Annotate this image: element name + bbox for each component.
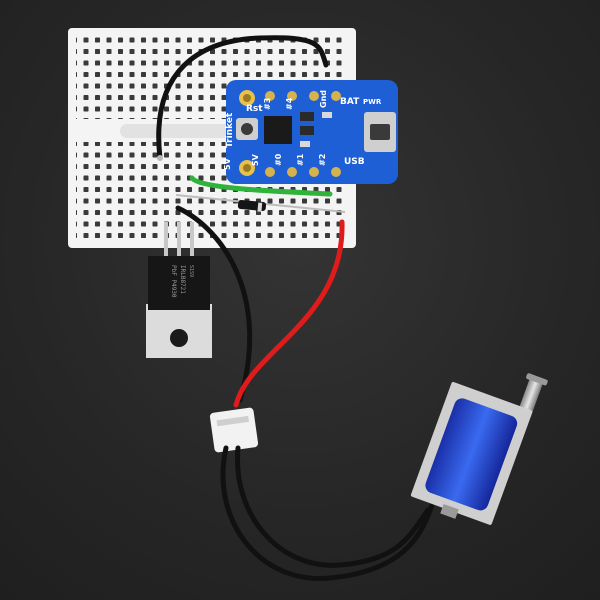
trinket-chip bbox=[264, 116, 292, 144]
label-usb: USB bbox=[344, 157, 365, 167]
jst-connector bbox=[209, 407, 259, 453]
label-pin3: #3 bbox=[263, 98, 272, 110]
label-5v: 5V bbox=[251, 153, 260, 166]
mosfet-marking-3: S1S9 bbox=[188, 265, 194, 277]
label-trinket-voltage: 5V bbox=[223, 157, 232, 170]
label-rst: Rst bbox=[246, 104, 263, 114]
mosfet-body bbox=[148, 256, 210, 310]
wire-red-to-connector bbox=[233, 219, 345, 408]
label-bat: BAT bbox=[340, 97, 360, 107]
solenoid-lead-2 bbox=[235, 445, 431, 568]
mosfet-marking-1: IRLB8721 bbox=[179, 265, 186, 294]
wire-black-to-connector bbox=[175, 205, 253, 403]
solenoid bbox=[410, 373, 548, 525]
label-pin2: #2 bbox=[318, 154, 327, 166]
mosfet-marking-2: PbF P4930 bbox=[170, 265, 177, 298]
solenoid-lead-1 bbox=[220, 445, 435, 581]
jumper-wire-black bbox=[156, 35, 329, 161]
label-pin0: #0 bbox=[274, 153, 283, 166]
jumper-wire-green bbox=[189, 175, 333, 197]
label-pwr: PWR bbox=[363, 98, 382, 106]
solenoid-coil bbox=[425, 398, 518, 511]
trinket-board: Rst #3 #4 Gnd BAT PWR Trinket 5V 5V #0 #… bbox=[223, 80, 398, 184]
label-trinket: Trinket bbox=[225, 112, 235, 148]
mosfet-transistor: IRLB8721 PbF P4930 S1S9 bbox=[146, 222, 212, 358]
diode bbox=[175, 194, 346, 213]
label-gnd: Gnd bbox=[319, 90, 328, 108]
label-pin4: #4 bbox=[285, 97, 294, 110]
label-pin1: #1 bbox=[296, 153, 305, 166]
